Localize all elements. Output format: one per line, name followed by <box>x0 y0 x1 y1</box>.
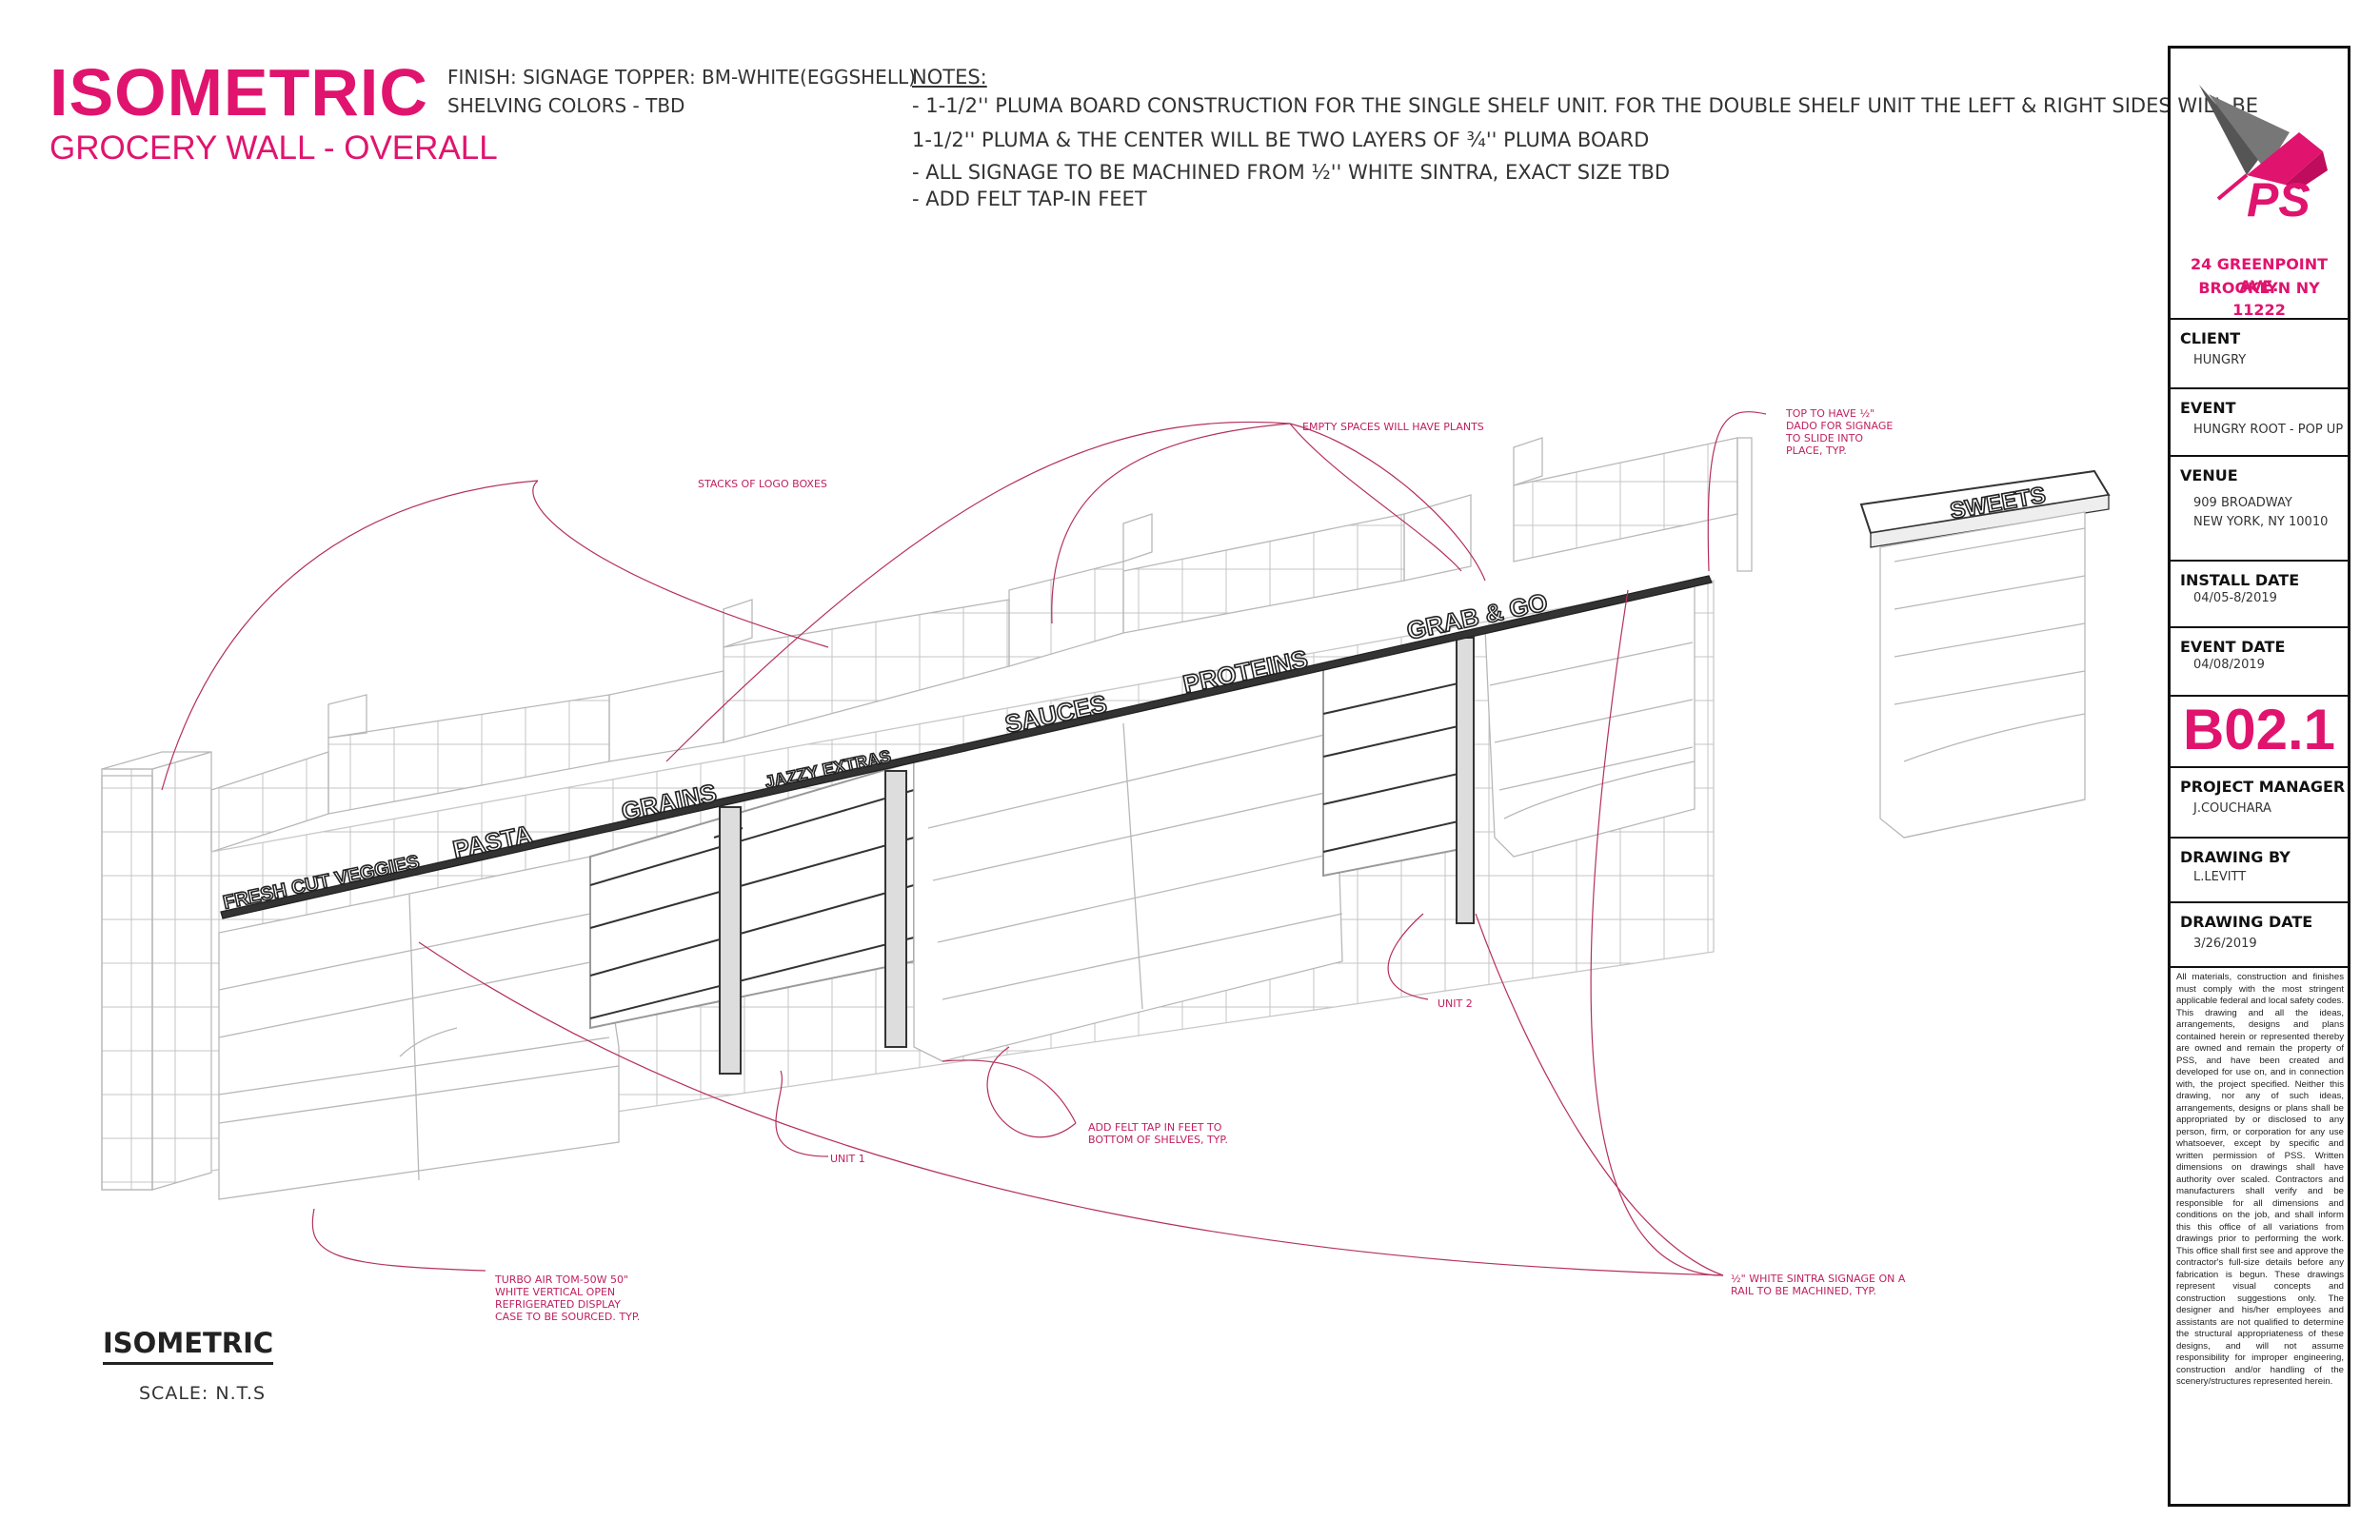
address-line-2: BROOKLYN NY 11222 <box>2198 279 2320 319</box>
annotation-sintra-line-1: ½" WHITE SINTRA SIGNAGE ON A <box>1731 1273 1906 1285</box>
annotation-felt-line-1: ADD FELT TAP IN FEET TO <box>1088 1121 1222 1134</box>
notes-block: NOTES: - 1-1/2'' PLUMA BOARD CONSTRUCTIO… <box>912 63 2258 213</box>
drawing-date-value: 3/26/2019 <box>2193 937 2257 951</box>
event-label: EVENT <box>2180 399 2236 417</box>
annotation-empty-spaces: EMPTY SPACES WILL HAVE PLANTS <box>1302 421 1484 433</box>
page-title: ISOMETRIC <box>50 55 428 129</box>
annotation-top-line-3: TO SLIDE INTO <box>1786 432 1863 444</box>
notes-heading: NOTES: <box>912 66 987 89</box>
annotation-stacks: STACKS OF LOGO BOXES <box>698 478 827 490</box>
isometric-drawing: FRESH CUT VEGGIES PASTA GRAINS JAZZY EXT… <box>101 411 2111 1276</box>
annotation-felt-feet: ADD FELT TAP IN FEET TO BOTTOM OF SHELVE… <box>1088 1121 1228 1146</box>
client-value: HUNGRY <box>2193 353 2247 367</box>
project-manager-cell: PROJECT MANAGER J.COUCHARA <box>2171 768 2348 839</box>
scale-label: SCALE: N.T.S <box>139 1383 267 1404</box>
venue-label: VENUE <box>2180 466 2238 484</box>
project-manager-label: PROJECT MANAGER <box>2180 778 2346 796</box>
logo-cell: PS 24 GREENPOINT AVE. BROOKLYN NY 11222 <box>2171 49 2348 320</box>
annotation-top-line-2: DADO FOR SIGNAGE <box>1786 420 1894 432</box>
event-date-label: EVENT DATE <box>2180 638 2286 656</box>
wall-box-stacks <box>210 437 1753 853</box>
leader-lines <box>161 411 1767 1276</box>
disclaimer-text: All materials, construction and finishes… <box>2176 972 2344 1387</box>
annotation-sintra-rail: ½" WHITE SINTRA SIGNAGE ON A RAIL TO BE … <box>1731 1273 1905 1297</box>
finish-line: FINISH: SIGNAGE TOPPER: BM-WHITE(EGGSHEL… <box>447 66 916 89</box>
annotation-sintra-line-2: RAIL TO BE MACHINED, TYP. <box>1731 1285 1876 1297</box>
address-line-1: 24 GREENPOINT AVE. <box>2190 255 2329 295</box>
client-label: CLIENT <box>2180 329 2241 347</box>
annotation-felt-line-2: BOTTOM OF SHELVES, TYP. <box>1088 1134 1228 1146</box>
annotation-top-line-4: PLACE, TYP. <box>1786 444 1847 457</box>
venue-cell: VENUE 909 BROADWAY NEW YORK, NY 10010 <box>2171 457 2348 562</box>
annotation-unit-1: UNIT 1 <box>830 1153 865 1165</box>
drawing-date-cell: DRAWING DATE 3/26/2019 <box>2171 903 2348 968</box>
unit-2-shelving <box>1322 631 1475 924</box>
refrigerated-case-left <box>218 856 620 1200</box>
sheet-number-cell: B02.1 <box>2171 697 2348 768</box>
install-date-label: INSTALL DATE <box>2180 571 2300 589</box>
drawing-by-cell: DRAWING BY L.LEVITT <box>2171 839 2348 903</box>
install-date-cell: INSTALL DATE 04/05-8/2019 <box>2171 562 2348 628</box>
finish-spec: FINISH: SIGNAGE TOPPER: BM-WHITE(EGGSHEL… <box>447 63 916 120</box>
sweets-unit <box>1859 469 2111 839</box>
drawing-date-label: DRAWING DATE <box>2180 913 2313 931</box>
drawing-by-value: L.LEVITT <box>2193 870 2247 884</box>
project-manager-value: J.COUCHARA <box>2193 801 2271 816</box>
logo-text: PS <box>2247 173 2311 227</box>
event-date-cell: EVENT DATE 04/08/2019 <box>2171 628 2348 697</box>
title-block: PS 24 GREENPOINT AVE. BROOKLYN NY 11222 … <box>2168 46 2350 1507</box>
note-line-2: 1-1/2'' PLUMA & THE CENTER WILL BE TWO L… <box>912 128 1650 151</box>
event-cell: EVENT HUNGRY ROOT - POP UP <box>2171 389 2348 457</box>
note-line-4: - ADD FELT TAP-IN FEET <box>912 188 1147 210</box>
signage-rail <box>220 575 1713 919</box>
annotation-turbo-line-1: TURBO AIR TOM-50W 50" <box>495 1273 629 1286</box>
page-subtitle: GROCERY WALL - OVERALL <box>50 129 498 167</box>
sheet-number: B02.1 <box>2182 698 2336 761</box>
shelving-line: SHELVING COLORS - TBD <box>447 94 685 117</box>
left-box-stack <box>101 751 212 1191</box>
client-cell: CLIENT HUNGRY <box>2171 320 2348 389</box>
note-line-3: - ALL SIGNAGE TO BE MACHINED FROM ½'' WH… <box>912 161 1671 184</box>
install-date-value: 04/05-8/2019 <box>2193 591 2277 605</box>
annotation-turbo-line-4: CASE TO BE SOURCED. TYP. <box>495 1311 641 1323</box>
annotation-top-line-1: TOP TO HAVE ½" <box>1786 407 1875 420</box>
refrigerated-case-center <box>913 665 1343 1062</box>
annotation-turbo-air: TURBO AIR TOM-50W 50" WHITE VERTICAL OPE… <box>495 1273 640 1323</box>
view-label: ISOMETRIC <box>103 1327 274 1365</box>
venue-line-2: NEW YORK, NY 10010 <box>2193 515 2329 529</box>
drawing-by-label: DRAWING BY <box>2180 848 2291 866</box>
annotation-turbo-line-3: REFRIGERATED DISPLAY <box>495 1298 621 1311</box>
event-date-value: 04/08/2019 <box>2193 658 2265 672</box>
note-line-1: - 1-1/2'' PLUMA BOARD CONSTRUCTION FOR T… <box>912 94 2259 117</box>
annotation-unit-2: UNIT 2 <box>1438 997 1473 1010</box>
annotation-turbo-line-2: WHITE VERTICAL OPEN <box>495 1286 616 1298</box>
event-value: HUNGRY ROOT - POP UP <box>2193 423 2344 437</box>
bird-logo-icon <box>2199 85 2328 201</box>
venue-line-1: 909 BROADWAY <box>2193 496 2292 510</box>
unit-1-shelving <box>589 760 915 1075</box>
annotation-top-dado: TOP TO HAVE ½" DADO FOR SIGNAGE TO SLIDE… <box>1786 407 1893 457</box>
